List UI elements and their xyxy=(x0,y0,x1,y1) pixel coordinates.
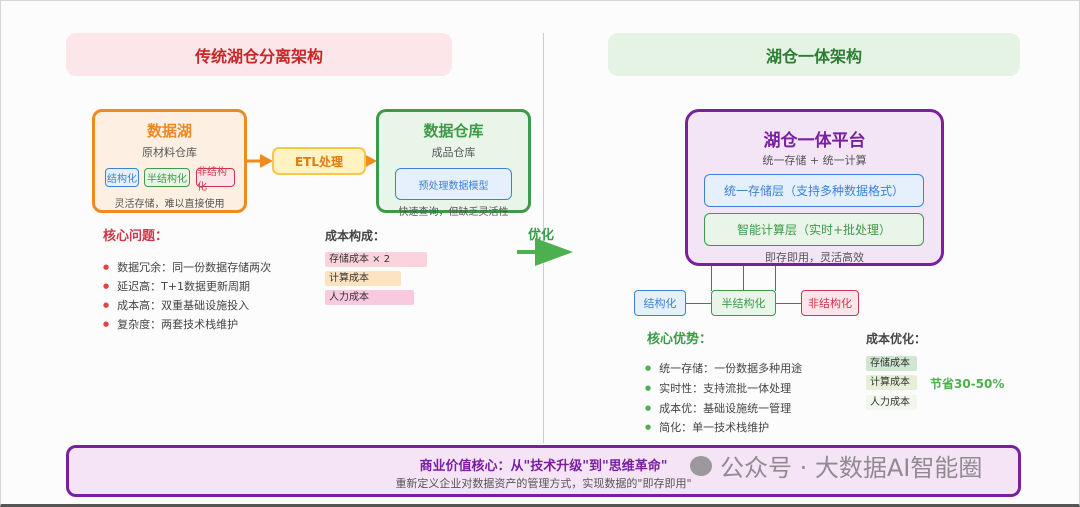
tag-semi-structured: 半结构化 xyxy=(711,290,776,316)
cost-compute: 计算成本 xyxy=(325,271,401,286)
tag-structured: 结构化 xyxy=(634,290,686,316)
unified-storage-layer: 统一存储层（支持多种数据格式） xyxy=(704,174,924,207)
banner-subtitle: 重新定义企业对数据资产的管理方式，实现数据的"即存即用" xyxy=(395,477,692,490)
warehouse-title: 数据仓库 xyxy=(423,122,484,140)
savings-label: 节省30-50% xyxy=(930,377,1005,391)
problems-title: 核心问题： xyxy=(103,229,169,244)
right-header: 湖仓一体架构 xyxy=(608,33,1020,76)
data-lake-title: 数据湖 xyxy=(146,122,192,140)
cost-labor: 人力成本 xyxy=(325,290,414,305)
business-value-banner: 商业价值核心：从"技术升级"到"思维革命" 重新定义企业对数据资产的管理方式，实… xyxy=(66,445,1021,497)
advantage-item: 实时性：支持流批一体处理 xyxy=(645,380,791,396)
connector xyxy=(711,266,712,291)
data-lake-box: 数据湖 原材料仓库 结构化 半结构化 非结构化 灵活存储，难以直接使用 xyxy=(92,109,247,213)
data-lake-note: 灵活存储，难以直接使用 xyxy=(114,199,225,210)
cost-labor: 人力成本 xyxy=(866,395,917,410)
advantage-item: 简化：单一技术栈维护 xyxy=(645,419,769,435)
connector xyxy=(743,266,744,291)
optimize-label: 优化 xyxy=(528,228,555,243)
cost-title-left: 成本构成： xyxy=(325,229,386,243)
left-header: 传统湖仓分离架构 xyxy=(66,33,452,76)
banner-title: 商业价值核心：从"技术升级"到"思维革命" xyxy=(419,459,668,474)
data-lake-subtitle: 原材料仓库 xyxy=(142,146,197,159)
etl-box: ETL处理 xyxy=(272,147,366,175)
divider xyxy=(543,33,544,443)
data-warehouse-box: 数据仓库 成品仓库 预处理数据模型 快速查询，但缺乏灵活性 xyxy=(376,109,531,218)
connector xyxy=(686,303,711,304)
cost-storage: 存储成本 × 2 xyxy=(325,252,427,267)
connector xyxy=(775,303,801,304)
advantage-item: 成本优：基础设施统一管理 xyxy=(645,400,791,416)
problem-item: 复杂度：两套技术栈维护 xyxy=(103,316,238,332)
optimize-arrow-icon xyxy=(517,238,573,266)
problem-item: 延迟高：T+1数据更新周期 xyxy=(103,278,250,294)
watermark: 公众号 · 大数据AI智能圈 xyxy=(690,448,982,483)
cost-compute: 计算成本 xyxy=(866,375,917,390)
platform-title: 湖仓一体平台 xyxy=(763,131,866,151)
cost-title-right: 成本优化： xyxy=(866,332,927,346)
tag-unstructured: 非结构化 xyxy=(196,167,235,193)
connector xyxy=(775,266,776,291)
preprocessed-model-box: 预处理数据模型 xyxy=(395,168,512,200)
platform-subtitle: 统一存储 + 统一计算 xyxy=(762,154,867,167)
lakehouse-platform-box: 湖仓一体平台 统一存储 + 统一计算 统一存储层（支持多种数据格式） 智能计算层… xyxy=(685,109,944,266)
watermark-text: 公众号 · 大数据AI智能圈 xyxy=(720,454,983,482)
platform-note: 即存即用，灵活高效 xyxy=(765,251,864,264)
warehouse-note: 快速查询，但缺乏灵活性 xyxy=(398,207,509,218)
problem-item: 成本高：双重基础设施投入 xyxy=(103,297,249,313)
advantages-title: 核心优势： xyxy=(647,332,713,347)
tag-structured: 结构化 xyxy=(105,168,139,187)
wechat-icon xyxy=(690,455,712,476)
tag-semi-structured: 半结构化 xyxy=(144,168,190,187)
cost-storage: 存储成本 xyxy=(866,356,917,371)
problem-item: 数据冗余：同一份数据存储两次 xyxy=(103,259,271,275)
warehouse-subtitle: 成品仓库 xyxy=(431,146,476,159)
tag-unstructured: 非结构化 xyxy=(801,290,859,316)
smart-compute-layer: 智能计算层（实时+批处理） xyxy=(704,213,924,246)
advantage-item: 统一存储：一份数据多种用途 xyxy=(645,360,802,376)
